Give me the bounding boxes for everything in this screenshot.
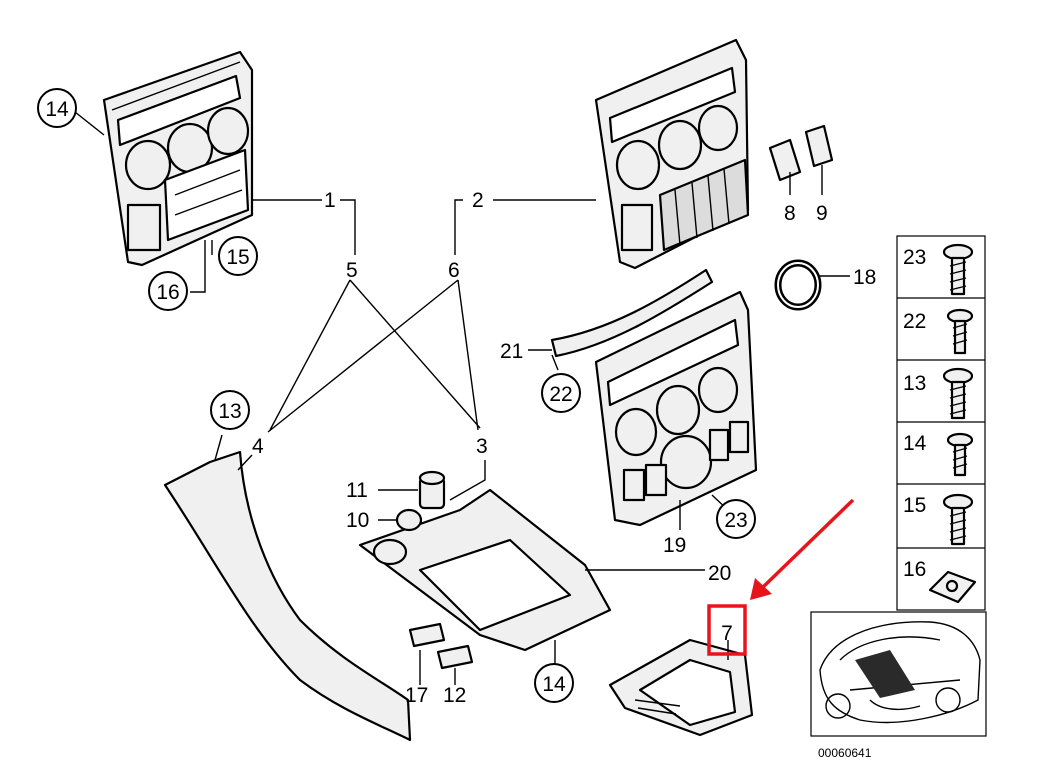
callout-19: 19 — [663, 534, 686, 557]
callout-20: 20 — [708, 562, 731, 585]
part-11-lighter — [418, 470, 446, 510]
screw-icon — [946, 308, 974, 355]
part-8-cover — [768, 138, 802, 182]
part-13-side-trim — [163, 450, 412, 742]
callout-14-bubble-top: 14 — [37, 88, 77, 128]
screw-icon — [946, 432, 974, 477]
callout-17: 17 — [405, 684, 428, 707]
callout-23-bubble: 23 — [716, 499, 756, 539]
screw-icon — [942, 493, 974, 546]
clip-nut-icon — [928, 570, 977, 604]
callout-13: 13 — [218, 400, 241, 423]
diagram-number: 00060641 — [818, 746, 872, 760]
screw-icon — [942, 367, 974, 420]
callout-16-bubble: 16 — [148, 271, 188, 311]
part-17-switch — [408, 622, 446, 648]
fastener-label-16: 16 — [903, 558, 926, 581]
part-20-console-base — [358, 488, 612, 652]
callout-8: 8 — [784, 202, 796, 225]
fastener-label-13: 13 — [903, 372, 926, 395]
console-panel-19 — [594, 290, 758, 527]
callout-1: 1 — [324, 189, 336, 212]
callout-10: 10 — [346, 509, 369, 532]
leader-lines — [74, 111, 850, 685]
callout-3: 3 — [476, 435, 488, 458]
console-panel-2 — [594, 38, 750, 270]
part-18-ring — [774, 259, 822, 311]
callout-15: 15 — [226, 246, 249, 269]
callout-5: 5 — [346, 259, 358, 282]
part-21-strip — [550, 268, 714, 358]
callout-7: 7 — [721, 622, 733, 645]
part-12-switch — [436, 644, 474, 670]
part-9-cover — [804, 124, 834, 168]
fastener-table: 23 22 13 14 15 — [896, 235, 986, 611]
callout-18: 18 — [853, 266, 876, 289]
callout-9: 9 — [816, 202, 828, 225]
callout-22-bubble: 22 — [541, 373, 581, 413]
fastener-label-23: 23 — [903, 246, 926, 269]
part-7-shift-cover — [608, 638, 754, 737]
red-arrow-icon — [750, 498, 855, 600]
part-10-ring — [395, 508, 423, 532]
car-locator-inset — [810, 611, 987, 737]
fastener-label-15: 15 — [903, 494, 926, 517]
callout-4: 4 — [252, 435, 264, 458]
callout-16: 16 — [156, 281, 179, 304]
callout-15-bubble: 15 — [218, 236, 258, 276]
callout-12: 12 — [443, 684, 466, 707]
highlight-area — [855, 650, 915, 698]
callout-7-highlight: 7 — [707, 604, 747, 656]
fastener-label-22: 22 — [903, 310, 926, 333]
callout-11: 11 — [346, 479, 368, 502]
highlight-box — [707, 604, 747, 656]
callout-13-bubble: 13 — [210, 390, 250, 430]
callout-22: 22 — [549, 383, 572, 406]
callout-14-bubble-bottom: 14 — [534, 663, 574, 703]
callout-14-bottom: 14 — [542, 673, 566, 696]
callout-14-top: 14 — [45, 98, 69, 121]
console-panel-1 — [102, 50, 254, 267]
callout-6: 6 — [448, 259, 460, 282]
callout-23: 23 — [724, 509, 747, 532]
callout-21: 21 — [500, 340, 523, 363]
callout-2: 2 — [472, 189, 484, 212]
screw-icon — [942, 243, 974, 296]
fastener-label-14: 14 — [903, 432, 927, 455]
